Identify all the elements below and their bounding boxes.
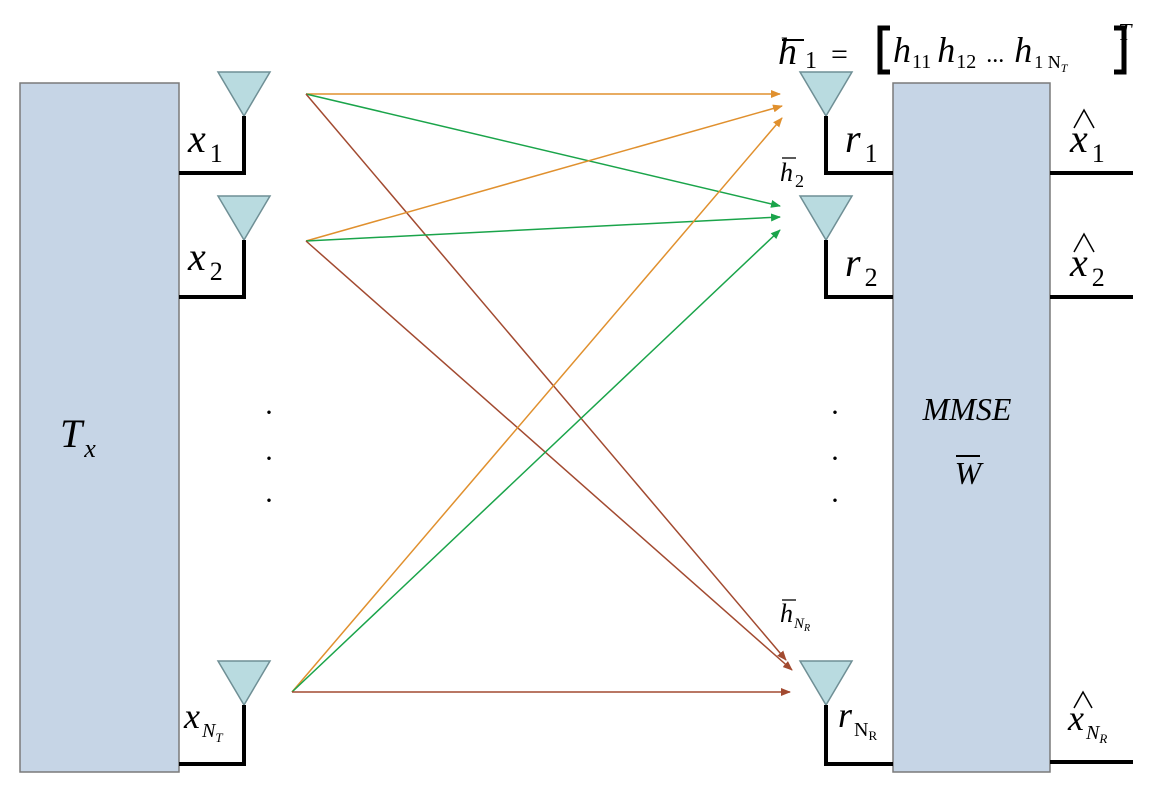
link-tx1-rx2 bbox=[305, 93, 781, 208]
tx-antenna-nt-feed bbox=[179, 705, 246, 766]
eq-left-bracket bbox=[877, 25, 890, 75]
mmse-label: MMSE bbox=[922, 391, 1012, 427]
rx-antenna-2-icon bbox=[798, 195, 854, 242]
rx-antenna-1-feed bbox=[824, 116, 893, 175]
hat-nr bbox=[1073, 690, 1093, 709]
link-tx2-rx2 bbox=[305, 213, 781, 242]
tx-antenna-1-feed bbox=[179, 116, 246, 175]
tx-dots-1: · bbox=[264, 396, 274, 429]
channel-label-hnr: hNR bbox=[780, 599, 810, 634]
link-tx3-rx1 bbox=[291, 117, 783, 693]
tx-antenna-1-icon bbox=[216, 71, 272, 118]
w-label: W bbox=[955, 455, 985, 491]
rx-antenna-2-feed bbox=[824, 240, 893, 299]
rx-dots-2: · bbox=[830, 442, 840, 475]
rx-antenna-nr-feed bbox=[824, 705, 893, 766]
tx-block-label: Tx bbox=[60, 411, 96, 463]
tx-dots-2: · bbox=[264, 442, 274, 475]
tx-antenna-2-feed bbox=[179, 240, 246, 299]
tx-dots-3: · bbox=[264, 484, 274, 517]
rx-antenna-nr-icon bbox=[798, 660, 854, 707]
eq-right-bracket bbox=[1114, 25, 1127, 75]
hat-2 bbox=[1073, 232, 1095, 253]
link-tx2-rx3 bbox=[305, 240, 793, 671]
equation-transpose: T bbox=[1118, 20, 1133, 46]
tx-antenna-nt-icon bbox=[216, 660, 272, 707]
link-tx3-rx2 bbox=[291, 229, 781, 693]
hat-1 bbox=[1073, 108, 1095, 129]
rx-dots-1: · bbox=[830, 396, 840, 429]
rx-dots-3: · bbox=[830, 484, 840, 517]
tx-block bbox=[19, 82, 180, 773]
rx-antenna-1-icon bbox=[798, 71, 854, 118]
link-tx1-rx3 bbox=[305, 93, 787, 661]
link-tx2-rx1 bbox=[305, 104, 783, 242]
channel-links bbox=[291, 90, 793, 696]
tx-antenna-2-icon bbox=[216, 195, 272, 242]
mmse-block bbox=[892, 82, 1051, 773]
